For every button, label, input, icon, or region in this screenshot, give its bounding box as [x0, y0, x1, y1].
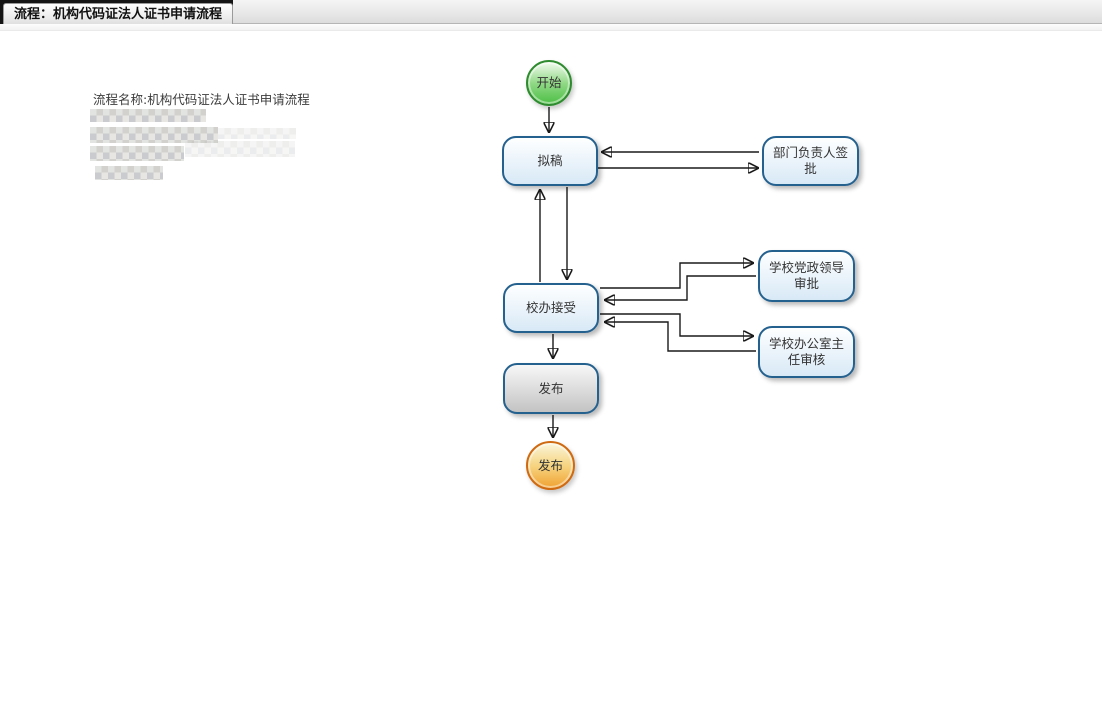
node-school-office-accept[interactable]: 校办接受 — [503, 283, 599, 333]
node-start[interactable]: 开始 — [526, 60, 572, 106]
node-publish-end[interactable]: 发布 — [526, 441, 575, 490]
tab-process-flow[interactable]: 流程：机构代码证法人证书申请流程 — [3, 3, 234, 25]
redacted-text-block — [95, 166, 163, 180]
redacted-text-block — [185, 141, 295, 157]
edge-office-to-party — [600, 263, 753, 289]
edge-director-to-office — [605, 322, 756, 352]
edge-party-to-office — [605, 275, 756, 300]
node-office-director-review[interactable]: 学校办公室主任审核 — [758, 326, 855, 378]
tab-bar-strip — [0, 24, 1102, 31]
redacted-text-block — [90, 109, 206, 122]
node-party-leader-approval[interactable]: 学校党政领导审批 — [758, 250, 855, 302]
node-dept-approval[interactable]: 部门负责人签批 — [762, 136, 859, 186]
node-label: 发布 — [538, 380, 564, 396]
tab-bar: 流程：机构代码证法人证书申请流程 — [0, 0, 1102, 25]
process-name-label: 流程名称:机构代码证法人证书申请流程 — [93, 92, 310, 107]
node-label: 校办接受 — [525, 300, 576, 315]
tab-black-backdrop: 流程：机构代码证法人证书申请流程 — [0, 0, 234, 25]
node-publish-step[interactable]: 发布 — [503, 363, 599, 414]
node-label: 开始 — [536, 75, 562, 90]
redacted-text-block — [90, 146, 184, 161]
node-draft[interactable]: 拟稿 — [502, 136, 598, 186]
flow-edges — [0, 107, 1102, 708]
flow-canvas: 流程名称:机构代码证法人证书申请流程 开始 拟稿 部门负责人签批 校办接 — [0, 31, 1102, 708]
node-label: 学校党政领导审批 — [768, 260, 844, 291]
node-label: 学校办公室主任审核 — [768, 336, 844, 367]
node-label: 部门负责人签批 — [772, 145, 848, 176]
redacted-text-block — [218, 128, 296, 139]
edge-office-to-director — [600, 313, 753, 336]
redacted-text-block — [90, 127, 218, 143]
node-label: 发布 — [537, 457, 563, 473]
node-label: 拟稿 — [537, 153, 563, 168]
